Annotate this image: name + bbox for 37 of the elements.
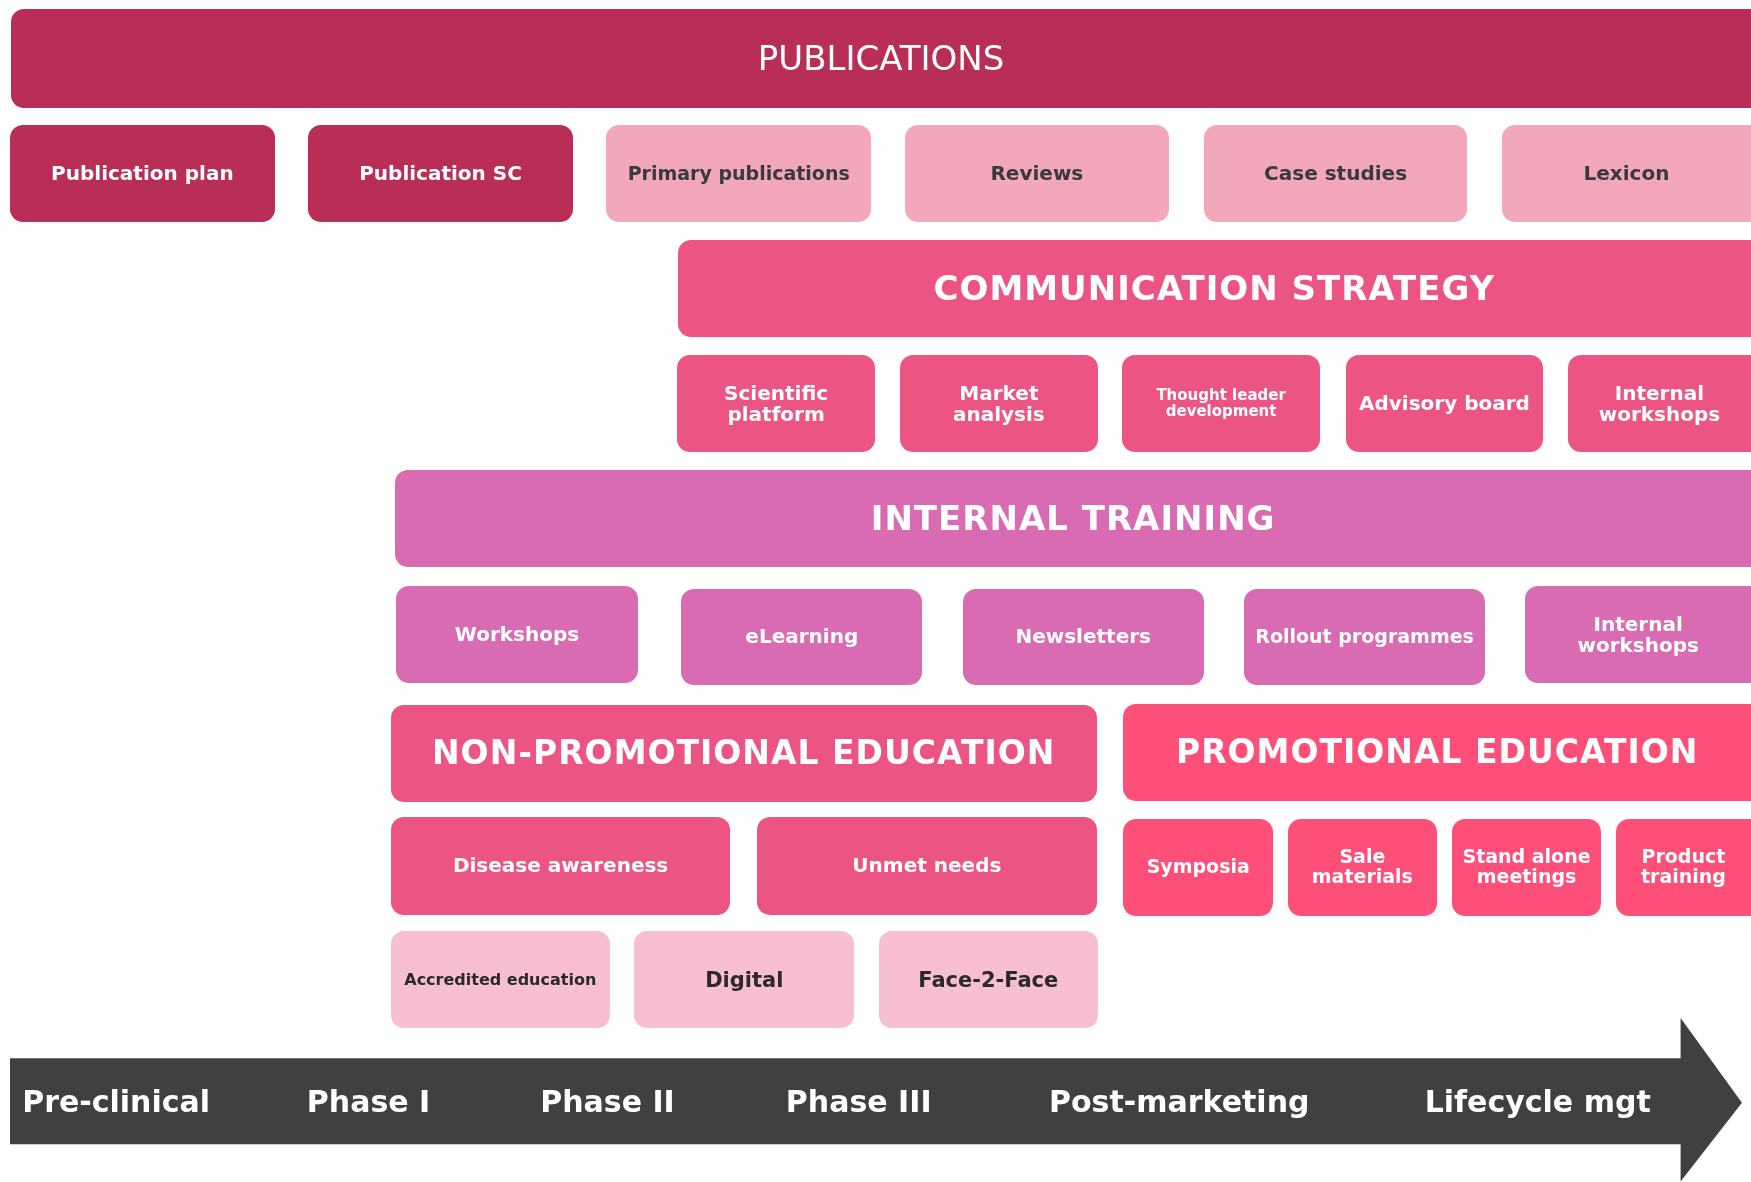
- item-box: Lexicon: [1501, 125, 1751, 223]
- section-banner: PUBLICATIONS: [11, 8, 1751, 109]
- timeline-arrow: [10, 1018, 1742, 1182]
- item-box: Reviews: [904, 125, 1170, 223]
- section-banner: INTERNAL TRAINING: [395, 470, 1751, 568]
- item-box: Disease awareness: [390, 817, 731, 915]
- item-box: Unmet needs: [757, 817, 1097, 915]
- phase-label: Lifecycle mgt: [1424, 1084, 1651, 1120]
- phase-label: Phase I: [306, 1084, 431, 1120]
- item-box: Stand alone meetings: [1451, 818, 1602, 916]
- item-box: Workshops: [396, 586, 638, 684]
- item-box: Symposia: [1123, 818, 1274, 916]
- item-box: Primary publications: [606, 125, 871, 223]
- item-box: Publication SC: [308, 125, 573, 223]
- item-box: Thought leader development: [1122, 355, 1320, 453]
- item-box: Newsletters: [962, 588, 1204, 685]
- item-box: Internal workshops: [1525, 586, 1751, 684]
- item-box: Accredited education: [390, 931, 610, 1029]
- item-box: Rollout programmes: [1244, 588, 1486, 685]
- item-box: Publication plan: [10, 125, 275, 223]
- phase-label: Phase III: [785, 1084, 932, 1120]
- item-box: Digital: [634, 931, 855, 1029]
- phase-label: Post-marketing: [1049, 1084, 1310, 1120]
- section-banner: NON-PROMOTIONAL EDUCATION: [390, 704, 1097, 802]
- phase-label: Pre-clinical: [22, 1084, 211, 1120]
- phase-label: Phase II: [540, 1084, 675, 1120]
- item-box: Face-2-Face: [878, 931, 1098, 1029]
- item-box: Product training: [1615, 818, 1751, 916]
- section-banner: PROMOTIONAL EDUCATION: [1123, 703, 1751, 801]
- item-box: Sale materials: [1287, 818, 1438, 916]
- item-box: Scientific platform: [676, 355, 876, 453]
- section-banner: COMMUNICATION STRATEGY: [677, 240, 1751, 338]
- item-box: Advisory board: [1345, 355, 1544, 453]
- item-box: Internal workshops: [1567, 355, 1751, 453]
- item-box: Market analysis: [900, 355, 1098, 453]
- item-box: Case studies: [1203, 125, 1468, 223]
- item-box: eLearning: [681, 588, 923, 685]
